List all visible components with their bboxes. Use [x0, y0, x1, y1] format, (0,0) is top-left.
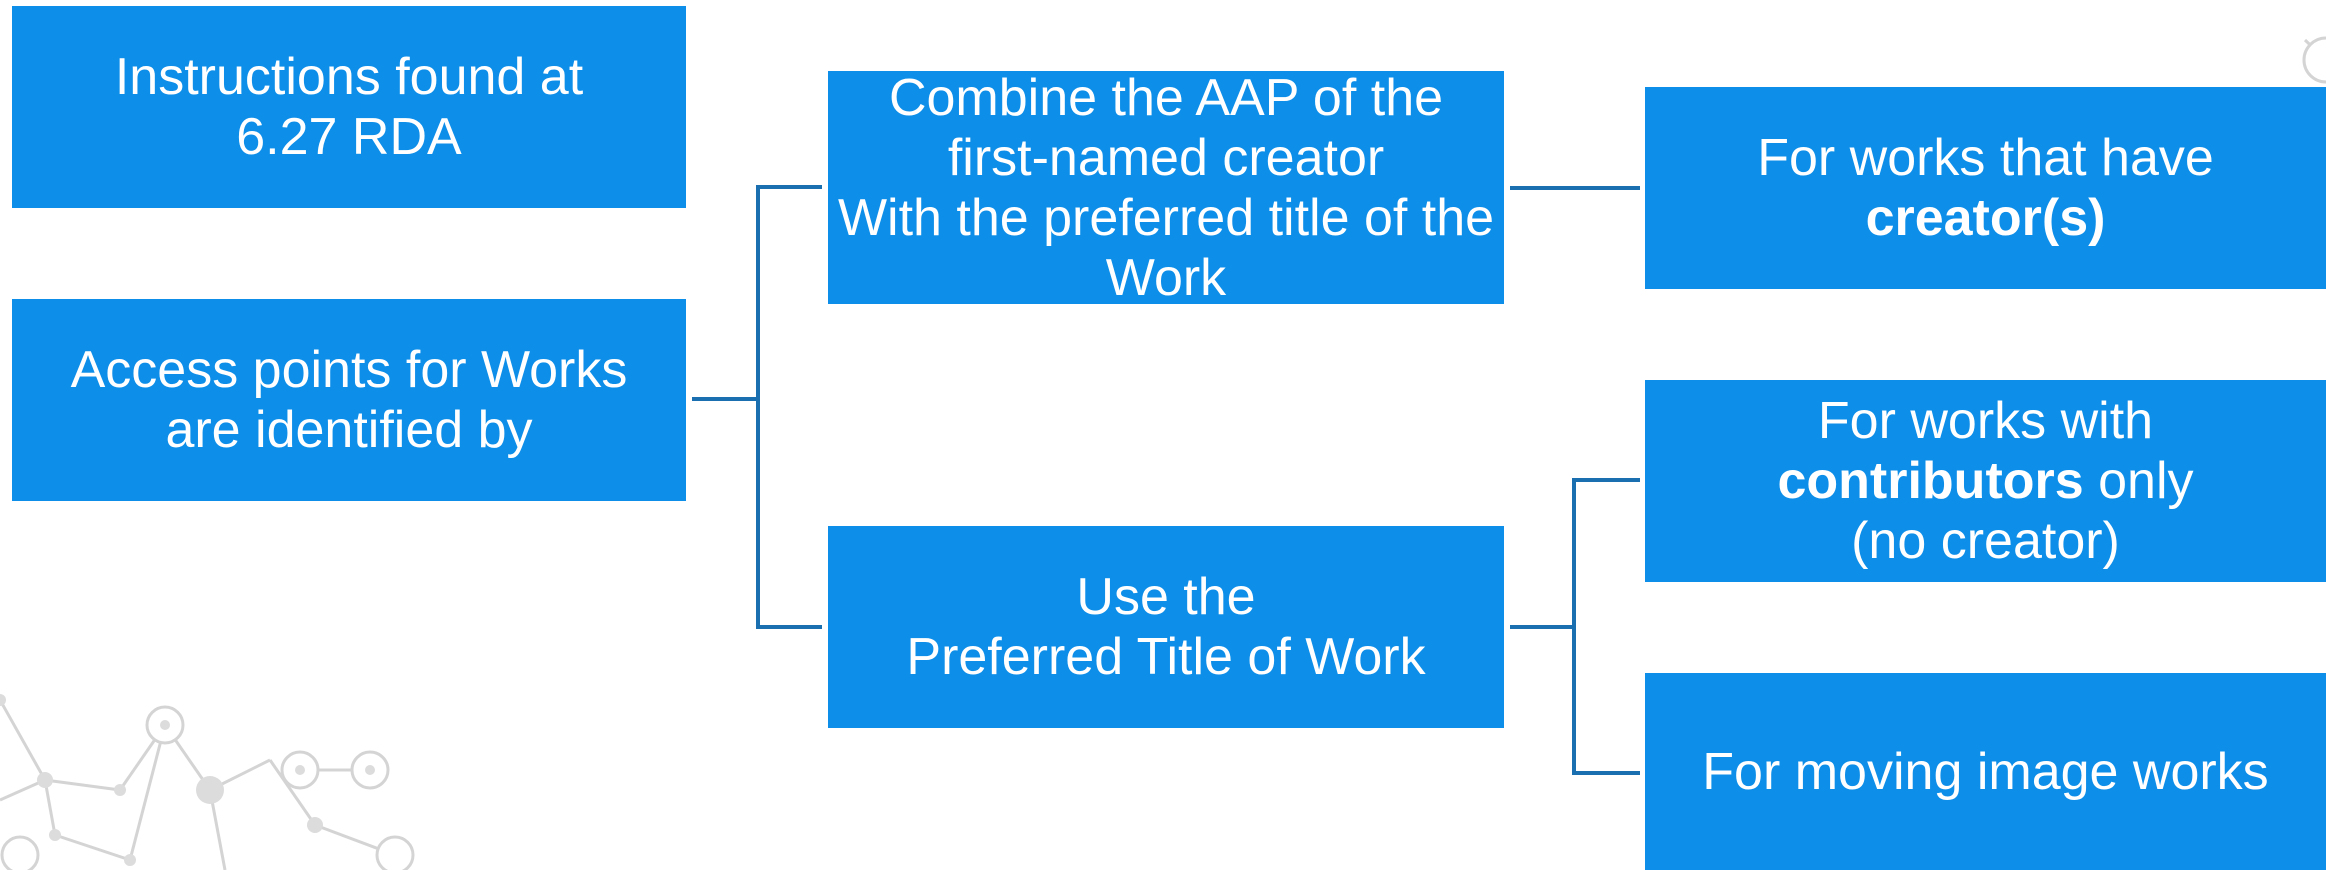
node-contributors: For works with contributors only (no cre… [1645, 380, 2326, 582]
node-contributors-line1: For works with [1817, 392, 2154, 450]
node-contributors-line3: (no creator) [1851, 512, 2120, 570]
node-access-points: Access points for Works are identified b… [12, 299, 686, 501]
node-creators: For works that have creator(s) [1645, 87, 2326, 289]
node-instructions: Instructions found at 6.27 RDA [12, 6, 686, 208]
node-combine-line4: Work [1105, 248, 1227, 307]
node-creators-bold: creator(s) [1865, 189, 2106, 247]
node-instructions-line2: 6.27 RDA [236, 108, 462, 166]
node-moving-image-line1: For moving image works [1702, 742, 2269, 801]
node-contributors-rest: only [2083, 452, 2194, 510]
node-combine: Combine the AAP of the first-named creat… [828, 68, 1504, 307]
node-creators-line1: For works that have [1757, 129, 2214, 187]
node-instructions-line1: Instructions found at [114, 48, 584, 106]
node-use-title-line1: Use the [1076, 568, 1256, 626]
node-moving-image: For moving image works [1645, 673, 2326, 870]
node-access-points-line2: are identified by [165, 401, 533, 459]
node-combine-line1: Combine the AAP of the [888, 68, 1444, 127]
edge-use-to-moving [1572, 627, 1640, 775]
node-use-title: Use the Preferred Title of Work [828, 526, 1504, 728]
node-use-title-line2: Preferred Title of Work [906, 628, 1426, 686]
node-creators-line2: creator(s) [1866, 188, 2106, 248]
edge-use-to-contributors [1510, 478, 1640, 629]
node-contributors-bold: contributors [1777, 452, 2084, 510]
node-combine-line3: With the preferred title of the [837, 188, 1495, 247]
node-contributors-line2: contributors only [1777, 451, 2193, 511]
edge-access-to-combine [692, 185, 822, 401]
node-access-points-line1: Access points for Works [70, 341, 628, 399]
node-combine-line2: first-named creator [947, 128, 1385, 187]
edge-access-to-use [756, 399, 822, 629]
